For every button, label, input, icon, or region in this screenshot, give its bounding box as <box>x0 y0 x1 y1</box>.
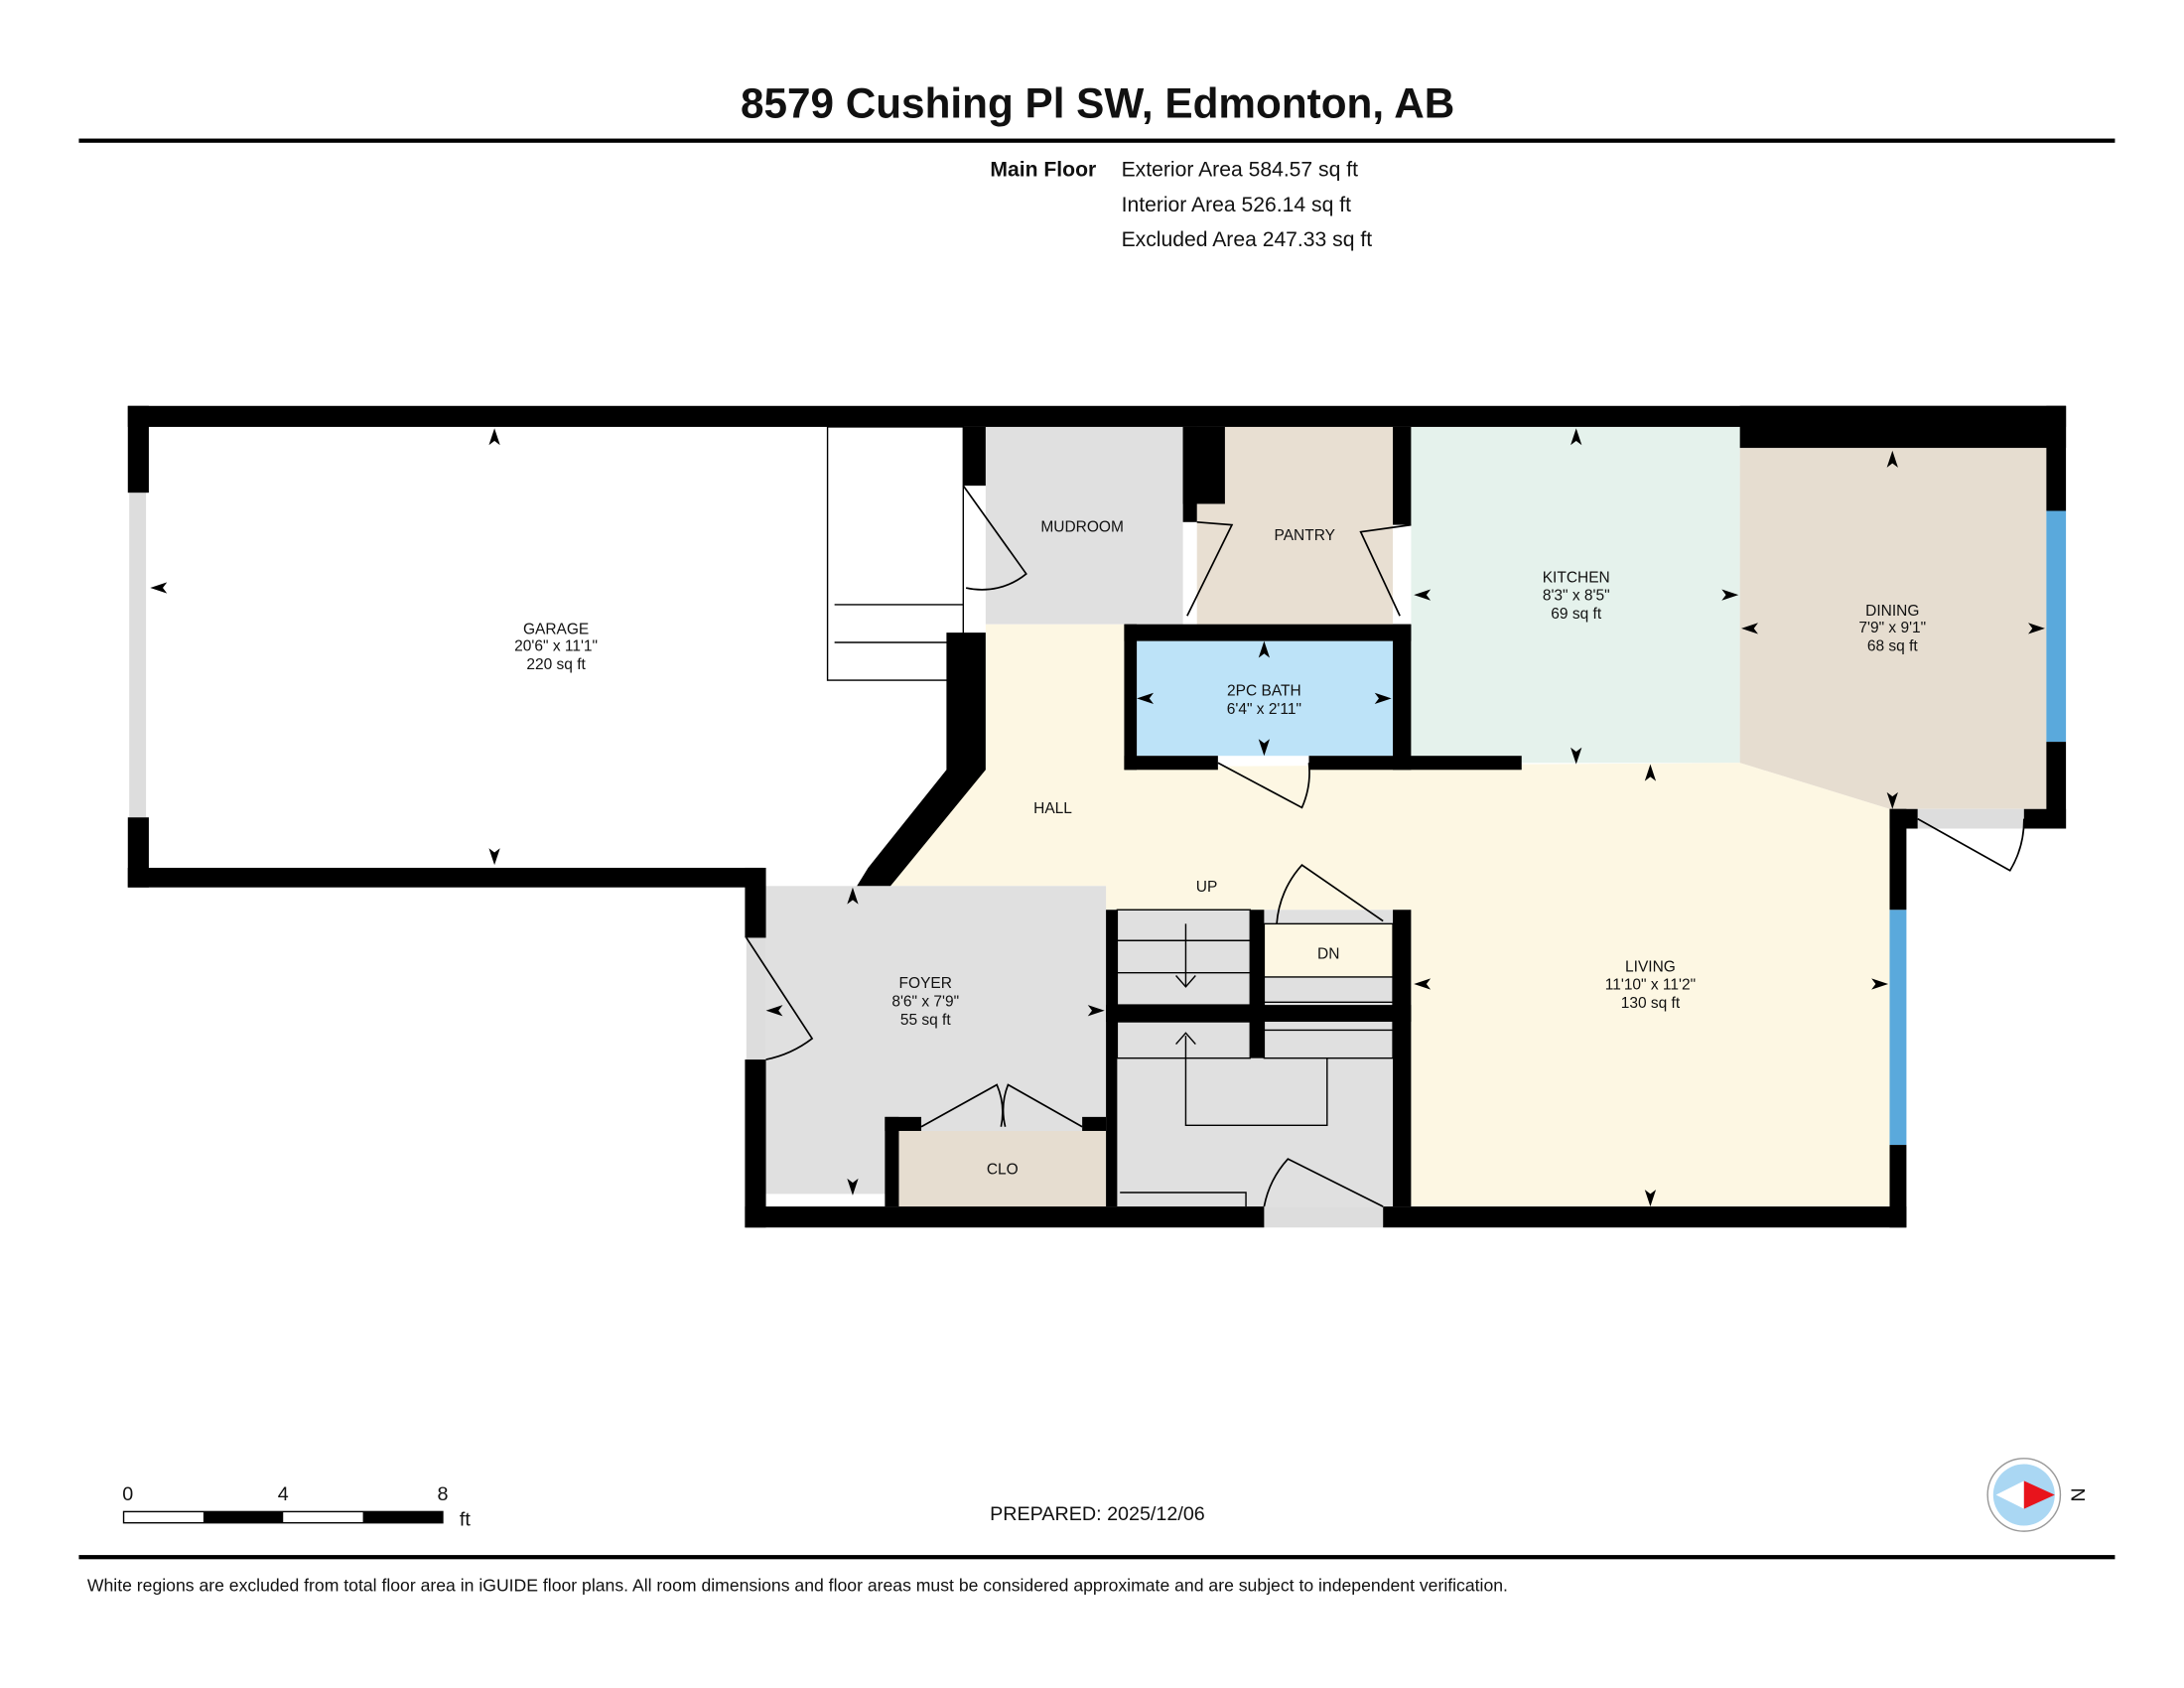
kitchen-area: 69 sq ft <box>1551 606 1602 623</box>
excluded-area: Excluded Area 247.33 sq ft <box>1122 228 1373 251</box>
foyer-label: FOYER <box>899 975 952 992</box>
header-divider <box>78 138 2116 143</box>
bath-dims: 6'4" x 2'11" <box>1227 701 1301 718</box>
closet-fill <box>898 1130 1107 1207</box>
dimension-arrow-icon <box>1258 640 1271 658</box>
dimension-arrow-icon <box>488 848 500 866</box>
footer-divider <box>78 1555 2116 1560</box>
foyer-dims: 8'6" x 7'9" <box>891 994 959 1011</box>
living-label: LIVING <box>1625 958 1676 975</box>
bath-fill <box>1137 640 1394 757</box>
patio-door <box>1917 817 2025 872</box>
dimension-arrow-icon <box>1886 450 1898 468</box>
living-area: 130 sq ft <box>1621 995 1681 1012</box>
patio-door-opening <box>1917 808 2024 829</box>
kitchen-door <box>1359 523 1412 617</box>
dimension-arrow-icon <box>1374 692 1392 705</box>
dining-label: DINING <box>1865 603 1919 620</box>
dimension-arrow-icon <box>1137 692 1155 705</box>
interior-area: Interior Area 526.14 sq ft <box>1122 194 1351 216</box>
dimension-arrow-icon <box>847 1178 859 1196</box>
dimension-arrow-icon <box>488 428 500 446</box>
mudroom-fill <box>985 426 1183 625</box>
dimension-arrow-icon <box>1741 623 1758 634</box>
doors <box>746 485 2025 1207</box>
living-window <box>1889 910 1907 1146</box>
dimension-arrow-icon <box>1570 428 1582 446</box>
room-labels: GARAGE 20'6" x 11'1" 220 sq ft MUDROOM P… <box>514 519 1926 1179</box>
dimension-arrow-icon <box>1414 978 1432 990</box>
dining-fill <box>1739 448 2047 809</box>
garage-area: 220 sq ft <box>526 656 586 673</box>
scale-bar: 0 4 8 ft <box>122 1483 471 1530</box>
prepared-date: PREPARED: 2025/12/06 <box>990 1503 1205 1525</box>
room-fills <box>765 426 2047 1207</box>
foyer-door <box>746 936 814 1060</box>
foyer-door-opening <box>746 937 766 1060</box>
closet-doors <box>920 1083 1083 1128</box>
stairs-up-label: UP <box>1196 879 1218 896</box>
pantry-label: PANTRY <box>1275 527 1335 544</box>
dimension-arrow-icon <box>2028 623 2045 634</box>
dimension-arrow-icon <box>1414 589 1432 601</box>
kitchen-dims: 8'3" x 8'5" <box>1543 588 1610 605</box>
stairs-down-label: DN <box>1317 946 1339 963</box>
dimension-arrow-icon <box>1087 1005 1105 1017</box>
pantry-fill <box>1196 426 1394 625</box>
dining-window <box>2046 510 2067 743</box>
kitchen-fill <box>1411 426 1740 764</box>
dimension-arrow-icon <box>1570 747 1582 765</box>
dimension-arrow-icon <box>1886 791 1898 809</box>
dimension-arrows <box>150 428 2045 1207</box>
dining-dims: 7'9" x 9'1" <box>1858 620 1926 636</box>
dimension-arrow-icon <box>1721 589 1739 601</box>
front-door <box>1263 1158 1384 1207</box>
dimension-arrow-icon <box>1258 739 1271 757</box>
page-title: 8579 Cushing Pl SW, Edmonton, AB <box>741 79 1454 126</box>
mudroom-label: MUDROOM <box>1040 519 1124 536</box>
dimension-arrow-icon <box>150 582 168 594</box>
kitchen-label: KITCHEN <box>1543 569 1610 586</box>
compass-north-label: N <box>2067 1487 2089 1501</box>
compass-icon: N <box>1986 1458 2089 1532</box>
garage-dims: 20'6" x 11'1" <box>514 637 598 654</box>
walls <box>127 405 2067 1228</box>
bath-label: 2PC BATH <box>1227 683 1301 700</box>
hall-label: HALL <box>1033 800 1072 817</box>
scale-label-4: 4 <box>278 1483 289 1505</box>
pantry-door <box>1186 520 1234 617</box>
openings <box>129 492 2067 1228</box>
garage-window <box>129 492 147 818</box>
dimension-arrow-icon <box>1644 764 1657 781</box>
scale-label-0: 0 <box>122 1483 133 1505</box>
dimension-arrow-icon <box>765 1005 783 1017</box>
dimension-arrow-icon <box>1871 978 1889 990</box>
dn-stair-fill <box>1264 923 1394 977</box>
stair-door <box>1276 864 1384 924</box>
front-door-opening <box>1264 1206 1384 1228</box>
foyer-area: 55 sq ft <box>900 1012 952 1029</box>
living-dims: 11'10" x 11'2" <box>1605 977 1696 994</box>
closet-label: CLO <box>987 1162 1019 1179</box>
dimension-arrow-icon <box>847 887 859 905</box>
garage-label: GARAGE <box>523 622 589 638</box>
scale-label-8: 8 <box>437 1483 448 1505</box>
scale-unit: ft <box>460 1508 471 1530</box>
footer-disclaimer: White regions are excluded from total fl… <box>87 1576 1508 1596</box>
exterior-area: Exterior Area 584.57 sq ft <box>1122 159 1359 182</box>
mudroom-door <box>962 485 1027 591</box>
dining-area: 68 sq ft <box>1867 637 1919 654</box>
floor-label: Main Floor <box>990 159 1096 182</box>
bath-door <box>1217 762 1310 809</box>
dimension-arrow-icon <box>1644 1190 1657 1207</box>
